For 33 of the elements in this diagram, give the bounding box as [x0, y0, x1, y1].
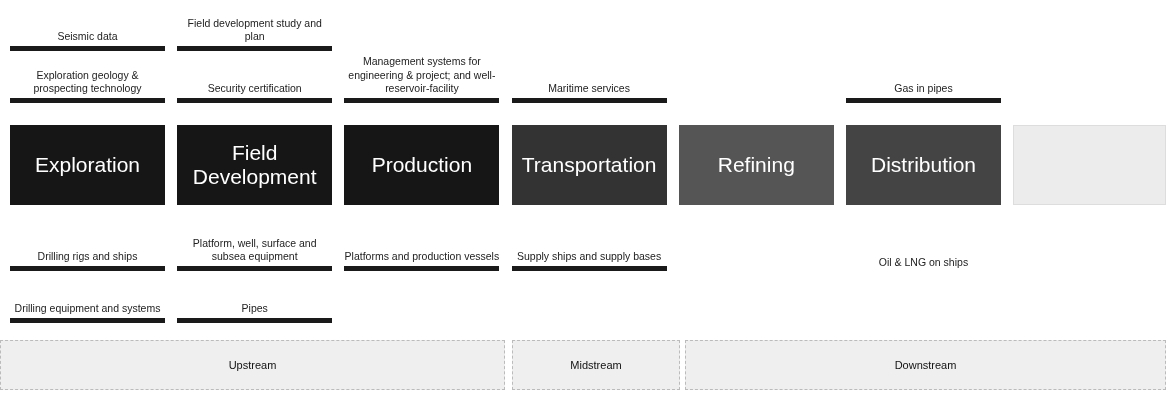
item-label: Maritime services [547, 82, 631, 96]
item-label: Platforms and production vessels [344, 250, 500, 264]
stage-box [344, 125, 500, 205]
stage-box [846, 125, 1001, 205]
item-label: Seismic data [56, 30, 119, 44]
stage-label: Exploration [34, 152, 141, 178]
band-label: Midstream [570, 359, 622, 371]
item-label: Management systems for engineering & project; and well-reservoir-facility [347, 55, 497, 96]
item-label: Exploration geology & prospecting technology [32, 68, 143, 96]
item-label: Pipes [240, 302, 269, 316]
stage-box [177, 125, 333, 205]
stream-band [685, 340, 1166, 390]
stage-label: Refining [717, 152, 795, 178]
item-label: Oil & LNG on ships [877, 256, 970, 270]
stage-box [10, 125, 165, 205]
band-label: Upstream [228, 359, 277, 371]
stream-band [0, 340, 505, 390]
item-label: Drilling equipment and systems [13, 302, 162, 316]
stage-label: Transportation [521, 152, 657, 178]
item-label: Supply ships and supply bases [516, 250, 663, 264]
stage-label: Field Development [191, 140, 318, 190]
stage-box [678, 125, 834, 205]
item-label: Platform, well, surface and subsea equipment [191, 236, 318, 264]
band-label: Downstream [894, 359, 957, 371]
stream-band [512, 340, 680, 390]
stage-box [1013, 125, 1166, 205]
item-label: Security certification [206, 82, 303, 96]
item-label: Field development study and plan [186, 16, 323, 44]
stage-box [511, 125, 667, 205]
stage-label: Production [371, 152, 473, 178]
item-label: Drilling rigs and ships [36, 250, 139, 264]
stage-label: Distribution [870, 152, 976, 178]
item-label: Gas in pipes [893, 82, 954, 96]
